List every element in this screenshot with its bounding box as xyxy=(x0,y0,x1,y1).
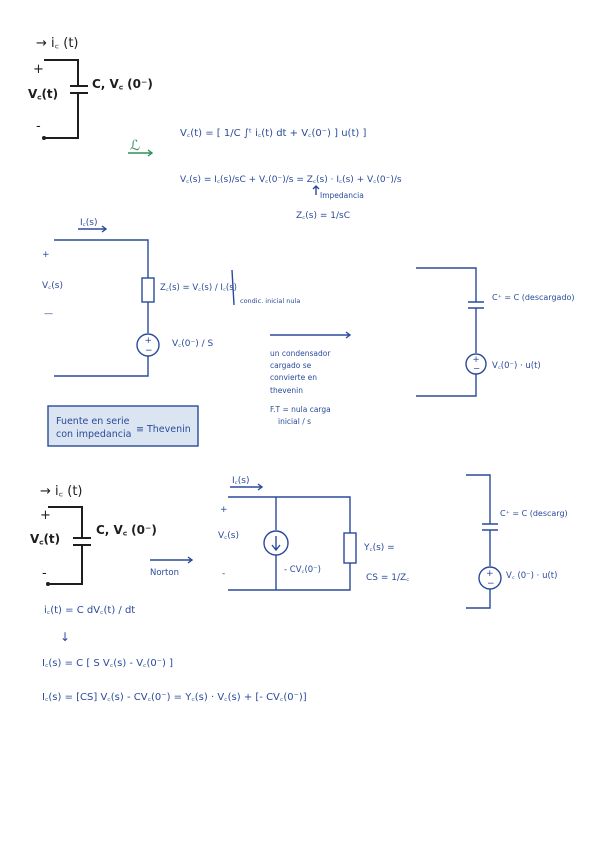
norton-right-cap-label: C⁺ = C (descarg) xyxy=(500,509,568,518)
equation-impedance: Z꜀(s) = 1/sC xyxy=(296,211,350,221)
norton-zc-current-label: I꜀(s) xyxy=(232,476,249,486)
top-minus-sign: - xyxy=(36,119,41,134)
norton-admittance-equation: CS = 1/Z꜀ xyxy=(366,573,409,583)
bottom-equation-1: i꜀(t) = C dV꜀(t) / dt xyxy=(44,605,135,616)
norton-bottom-wire xyxy=(228,563,351,591)
thevenin-top-wire xyxy=(54,239,149,278)
norton-voltage-label: V꜀(t) xyxy=(30,532,60,546)
thevenin-note-line-5: F.T = nula carga xyxy=(270,405,331,414)
thevenin-right-source-minus: − xyxy=(473,364,480,374)
norton-voltage-label-2: V꜀(s) xyxy=(218,531,239,541)
thevenin-right-source-plus: + xyxy=(473,355,480,365)
thevenin-note-line-1: un condensador xyxy=(270,349,331,358)
laplace-symbol: ℒ xyxy=(130,138,140,154)
norton-right-source-plus: + xyxy=(486,569,494,579)
thevenin-right-source-label: V꜀(0⁻) · u(t) xyxy=(492,361,541,371)
thevenin-voltage-label: V꜀(s) xyxy=(42,281,63,291)
thevenin-right-cap-icon xyxy=(468,301,484,309)
norton-right-cap-icon xyxy=(482,523,498,531)
impedance-note: Impedancia xyxy=(320,191,364,200)
norton-admittance-box xyxy=(343,532,357,564)
thevenin-current-arrow-icon xyxy=(78,225,108,233)
thevenin-note-line-4: thevenin xyxy=(270,386,303,395)
thevenin-current-label: I꜀(s) xyxy=(80,218,97,228)
thevenin-plus-sign: + xyxy=(42,250,50,260)
thevenin-summary-line-2: con impedancia xyxy=(56,429,131,440)
thevenin-note-line-6: inicial / s xyxy=(278,417,311,426)
thevenin-source-label: V꜀(0⁻) / S xyxy=(172,339,214,349)
bottom-equation-2: I꜀(s) = C [ S V꜀(s) - V꜀(0⁻) ] xyxy=(42,658,173,669)
norton-cap-plates xyxy=(73,537,91,546)
top-capacitor-schematic: → i꜀ (t) + V꜀(t) - C, V꜀ (0⁻) xyxy=(28,36,153,140)
norton-minus-sign-2: - xyxy=(222,569,225,579)
norton-zc-arrow-icon xyxy=(230,483,264,491)
norton-current-label: → i꜀ (t) xyxy=(40,484,83,499)
top-current-label: → i꜀ (t) xyxy=(36,36,79,51)
thevenin-right-bottom-wire xyxy=(416,374,477,397)
thevenin-impedance-box xyxy=(141,277,155,303)
bottom-equation-3: I꜀(s) = [CS] V꜀(s) - CV꜀(0⁻) = Y꜀(s) · V… xyxy=(42,692,307,703)
thevenin-right-cap-label: C⁺ = C (descargado) xyxy=(492,293,575,302)
norton-conversion-arrow-icon xyxy=(150,556,194,564)
norton-right-source-label: V꜀ (0⁻) · u(t) xyxy=(506,571,557,581)
norton-capacitor-schematic: → i꜀ (t) + V꜀(t) - C, V꜀ (0⁻) xyxy=(30,484,157,586)
norton-right-source-minus: − xyxy=(487,579,495,589)
norton-circuit: I꜀(s) + V꜀(s) - - CV꜀(0⁻) Y꜀(s) = CS = 1… xyxy=(218,474,568,609)
norton-lower-wire xyxy=(48,545,83,585)
thevenin-source-minus: − xyxy=(145,346,153,356)
norton-plus-sign-2: + xyxy=(220,505,228,515)
top-lower-wire xyxy=(44,93,79,139)
thevenin-summary-line-3: ≡ Thevenin xyxy=(136,424,191,435)
norton-upper-wire xyxy=(48,506,83,538)
thevenin-cond-note: condic. inicial nula xyxy=(240,297,300,305)
top-plus-sign: + xyxy=(33,62,44,77)
norton-arrow-label: Norton xyxy=(150,568,179,578)
thevenin-divider-mark xyxy=(231,269,235,306)
equation-s-domain: V꜀(s) = I꜀(s)/sC + V꜀(0⁻)/s = Z꜀(s) · I꜀… xyxy=(180,175,402,185)
equation-time-domain: V꜀(t) = [ 1/C ∫ᵗ i꜀(t) dt + V꜀(0⁻) ] u(t… xyxy=(180,128,366,139)
top-terminal-dot xyxy=(42,136,46,140)
norton-cap-label: C, V꜀ (0⁻) xyxy=(96,523,157,537)
thevenin-right-top-wire xyxy=(416,267,477,302)
top-voltage-label: V꜀(t) xyxy=(28,87,58,101)
thevenin-bottom-wire xyxy=(54,356,149,377)
thevenin-impedance-label: Z꜀(s) = V꜀(s) / I꜀(s) xyxy=(160,283,237,293)
bottom-arrow-icon: ↓ xyxy=(60,630,70,644)
norton-plus-sign: + xyxy=(40,508,51,523)
norton-right-bottom-wire xyxy=(466,589,491,609)
norton-right-top-wire xyxy=(466,474,491,524)
thevenin-note-line-2: cargado se xyxy=(270,361,312,370)
norton-terminal-dot xyxy=(46,582,50,586)
thevenin-circuit: I꜀(s) + V꜀(s) — + − Z꜀(s) = V꜀(s) / I꜀(s… xyxy=(42,218,575,447)
norton-top-wire xyxy=(228,496,351,533)
thevenin-note-line-3: convierte en xyxy=(270,373,317,382)
impedance-arrow-icon xyxy=(312,185,320,195)
laplace-arrow-icon xyxy=(128,149,154,157)
top-cap-label: C, V꜀ (0⁻) xyxy=(92,77,153,91)
norton-source-arrow-icon xyxy=(271,536,281,552)
thevenin-conversion-arrow-icon xyxy=(270,331,352,339)
thevenin-minus-sign: — xyxy=(44,309,53,319)
top-upper-wire xyxy=(44,59,79,86)
thevenin-summary-line-1: Fuente en serie xyxy=(56,416,130,427)
norton-minus-sign: - xyxy=(42,566,47,581)
thevenin-summary-box xyxy=(47,405,199,447)
norton-admittance-label: Y꜀(s) = xyxy=(363,543,395,553)
thevenin-source-plus: + xyxy=(145,336,153,346)
norton-source-label: - CV꜀(0⁻) xyxy=(284,565,321,575)
